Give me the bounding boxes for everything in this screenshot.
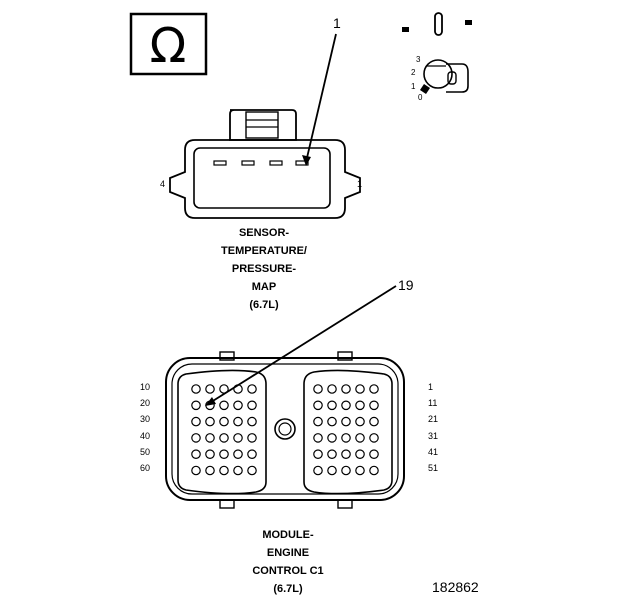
ecm-row-label-40: 40 bbox=[140, 431, 150, 441]
map-sensor-caption: SENSOR- TEMPERATURE/ PRESSURE- MAP (6.7L… bbox=[221, 227, 307, 311]
callout-1-number: 1 bbox=[333, 15, 341, 31]
pin-cavity bbox=[247, 384, 257, 394]
ecm-caption-line-1: MODULE- bbox=[262, 529, 314, 541]
callout-19-number: 19 bbox=[398, 277, 414, 293]
ecm-row-label-1: 1 bbox=[428, 382, 433, 392]
ecm-caption-line-3: CONTROL C1 bbox=[252, 565, 323, 577]
pin-cavity bbox=[341, 449, 351, 459]
pin-cavity bbox=[369, 465, 379, 476]
map-caption-line-5: (6.7L) bbox=[249, 299, 279, 311]
pin-cavity bbox=[313, 465, 323, 476]
pin-cavity bbox=[313, 449, 323, 459]
ecm-row-label-41: 41 bbox=[428, 447, 438, 457]
pin-cavity bbox=[191, 465, 201, 476]
ecm-row-label-50: 50 bbox=[140, 447, 150, 457]
map-caption-line-4: MAP bbox=[252, 281, 276, 293]
figure-id: 182862 bbox=[432, 579, 479, 595]
pin-cavity bbox=[219, 465, 229, 476]
ecm-row-label-20: 20 bbox=[140, 398, 150, 408]
pin-cavity bbox=[205, 449, 215, 459]
ohm-symbol: Ω bbox=[150, 18, 187, 74]
switch-position-2: 2 bbox=[411, 68, 416, 77]
ecm-row-label-30: 30 bbox=[140, 414, 150, 424]
switch-position-1: 1 bbox=[411, 82, 416, 91]
pin-cavity bbox=[219, 449, 229, 459]
callout-1: 1 bbox=[302, 15, 341, 166]
pin-cavity bbox=[327, 416, 337, 427]
pin-cavity bbox=[355, 416, 365, 427]
pin-cavity bbox=[355, 400, 365, 411]
pin-cavity bbox=[313, 400, 323, 411]
pin-cavity bbox=[327, 465, 337, 476]
pin-cavity bbox=[327, 400, 337, 411]
pin-cavity bbox=[233, 465, 243, 476]
pin-cavity bbox=[191, 416, 201, 427]
pin-cavity bbox=[247, 449, 257, 459]
ecm-caption-line-2: ENGINE bbox=[267, 547, 309, 559]
pin-cavity bbox=[247, 416, 257, 427]
pin-cavity bbox=[341, 465, 351, 476]
ecm-caption-line-4: (6.7L) bbox=[273, 583, 303, 595]
pin-cavity bbox=[327, 433, 337, 443]
pin-cavity bbox=[191, 433, 201, 443]
pin-cavity bbox=[247, 433, 257, 443]
pin-cavity bbox=[327, 449, 337, 459]
pin-cavity bbox=[327, 384, 337, 394]
pin-cavity bbox=[219, 433, 229, 443]
switch-position-3: 3 bbox=[416, 55, 421, 64]
pin-cavity bbox=[341, 416, 351, 427]
map-caption-line-2: TEMPERATURE/ bbox=[221, 245, 307, 257]
pin-cavity bbox=[313, 433, 323, 443]
ecm-row-label-21: 21 bbox=[428, 414, 438, 424]
ecm-connector: 10 20 30 40 50 60 1 11 21 31 41 51 bbox=[140, 351, 438, 509]
pin-cavity bbox=[341, 433, 351, 443]
ecm-row-label-60: 60 bbox=[140, 463, 150, 473]
map-sensor-connector: 4 1 bbox=[160, 109, 362, 219]
ecm-cavities-right bbox=[313, 384, 379, 476]
map-pin-label-right: 1 bbox=[357, 179, 362, 189]
pin-cavity bbox=[341, 384, 351, 394]
map-pin-label-left: 4 bbox=[160, 179, 165, 189]
pin-cavity bbox=[369, 416, 379, 427]
pin-cavity bbox=[313, 384, 323, 394]
pin-cavity bbox=[341, 400, 351, 411]
pin-cavity bbox=[233, 416, 243, 427]
ecm-row-label-51: 51 bbox=[428, 463, 438, 473]
ignition-key-icon: 3 2 1 0 bbox=[402, 12, 472, 102]
pin-cavity bbox=[233, 433, 243, 443]
pin-cavity bbox=[355, 449, 365, 459]
ecm-row-label-31: 31 bbox=[428, 431, 438, 441]
pin-cavity bbox=[205, 465, 215, 476]
pin-cavity bbox=[355, 384, 365, 394]
pin-cavity bbox=[247, 400, 257, 411]
pin-cavity bbox=[219, 400, 229, 411]
pin-cavity bbox=[233, 400, 243, 411]
pin-cavity bbox=[369, 433, 379, 443]
pin-cavity bbox=[247, 465, 257, 476]
ecm-row-label-11: 11 bbox=[428, 398, 437, 408]
switch-position-0: 0 bbox=[418, 93, 423, 102]
pin-cavity bbox=[313, 416, 323, 427]
pin-cavity bbox=[205, 433, 215, 443]
callout-19: 19 bbox=[205, 277, 414, 406]
ecm-caption: MODULE- ENGINE CONTROL C1 (6.7L) bbox=[252, 529, 323, 595]
ohmmeter-icon: Ω bbox=[129, 12, 208, 76]
pin-cavity bbox=[355, 465, 365, 476]
ecm-row-label-10: 10 bbox=[140, 382, 150, 392]
pin-cavity bbox=[205, 384, 215, 394]
pin-cavity bbox=[219, 416, 229, 427]
map-caption-line-1: SENSOR- bbox=[239, 227, 289, 239]
pin-cavity bbox=[369, 384, 379, 394]
pin-cavity bbox=[205, 416, 215, 427]
pin-cavity bbox=[191, 384, 201, 394]
pin-cavity bbox=[369, 400, 379, 411]
pin-cavity bbox=[191, 400, 201, 411]
pin-cavity bbox=[369, 449, 379, 459]
pin-cavity bbox=[355, 433, 365, 443]
pin-cavity bbox=[191, 449, 201, 459]
map-caption-line-3: PRESSURE- bbox=[232, 263, 297, 275]
ecm-cavities-left bbox=[191, 384, 257, 476]
pin-cavity bbox=[233, 449, 243, 459]
